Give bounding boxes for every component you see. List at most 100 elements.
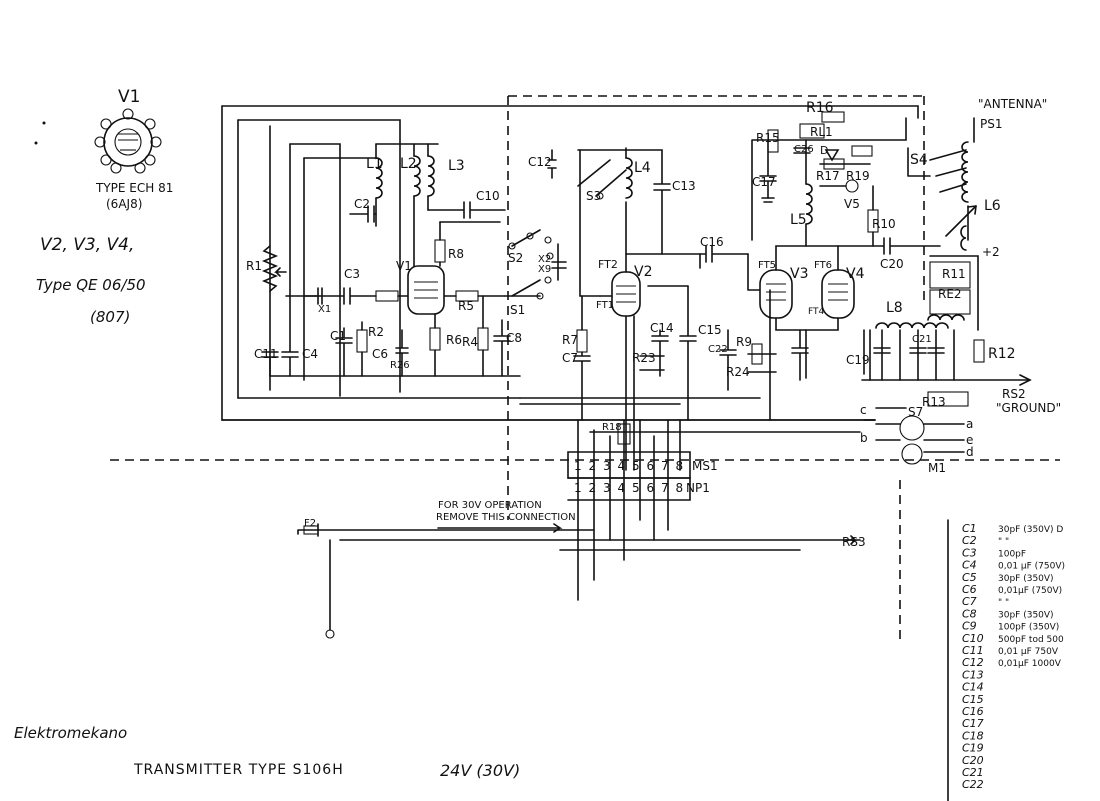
tubes-note-line1: V2, V3, V4,: [40, 235, 134, 255]
label-c19: C19: [846, 353, 870, 367]
component-ref: C17: [962, 717, 984, 730]
component-ref: C4: [962, 559, 977, 572]
label-ft5: FT5: [758, 260, 776, 271]
label-r13: R13: [922, 395, 946, 409]
component-value: 100pF (350V): [998, 623, 1059, 633]
label-x2: X2: [538, 254, 551, 265]
ground-ref: RS2: [1002, 387, 1026, 401]
label-rl1: RL1: [810, 125, 833, 139]
component-ref: C15: [962, 693, 984, 706]
m1-label: M1: [928, 461, 946, 475]
component-value: 100pF: [998, 549, 1026, 559]
np1-label: NP1: [686, 481, 710, 495]
label-c4: C4: [302, 347, 318, 361]
note-line2: REMOVE THIS CONNECTION: [436, 512, 576, 523]
component-value: " ": [998, 598, 1009, 608]
label-s2: S2: [508, 251, 523, 265]
label-r24: R24: [726, 365, 750, 379]
label-c21: C21: [912, 334, 932, 345]
component-value: 500pF tod 500: [998, 635, 1064, 645]
component-ref: C5: [962, 571, 977, 584]
label-c20: C20: [880, 257, 904, 271]
main-wiring: [110, 95, 1060, 801]
component-ref: C3: [962, 546, 977, 559]
label-c-term: c: [860, 403, 867, 417]
antenna-ref: PS1: [980, 117, 1003, 131]
ground-label: "GROUND": [996, 401, 1061, 415]
tubes-note: V2, V3, V4, Type QE 06/50 (807): [36, 235, 146, 326]
ms1-pin-8: 8: [676, 459, 684, 473]
label-c2: C2: [354, 197, 370, 211]
label-r10: R10: [872, 217, 896, 231]
title-block: Elektromekano TRANSMITTER TYPE S106H 24V…: [14, 724, 520, 780]
component-ref: C13: [962, 668, 984, 681]
label-r15: R15: [756, 131, 780, 145]
label-v1: V1: [396, 259, 412, 273]
label-c22: C22: [708, 344, 728, 355]
component-value: 0,01µF (750V): [998, 586, 1062, 596]
label-r2: R2: [368, 325, 384, 339]
label-v2: V2: [634, 264, 652, 280]
component-ref: C16: [962, 705, 984, 718]
component-ref: C7: [962, 595, 977, 608]
label-r23: R23: [632, 351, 656, 365]
label-b-term: b: [860, 431, 868, 445]
np1-pin-8: 8: [676, 481, 684, 495]
label-c8: C8: [506, 331, 522, 345]
component-ref: C20: [962, 754, 984, 767]
label-l4: L4: [634, 160, 651, 176]
ms1-pin-7: 7: [661, 459, 669, 473]
ms1-pin-4: 4: [618, 459, 626, 473]
label-c26: C26: [794, 144, 814, 155]
drawing-title: TRANSMITTER TYPE S106H: [133, 762, 344, 778]
label-r11: R11: [942, 267, 966, 281]
label-c11: C11: [254, 347, 278, 361]
np1-pin-1: 1: [574, 481, 582, 495]
component-ref: C11: [962, 644, 984, 657]
label-r9: R9: [736, 335, 752, 349]
component-ref: C10: [962, 632, 984, 645]
label-l6: L6: [984, 198, 1001, 214]
label-v5: V5: [844, 197, 860, 211]
tubes-note-line2: Type QE 06/50: [36, 276, 146, 294]
f2-label: F2: [304, 518, 316, 529]
label-l8: L8: [886, 300, 903, 316]
label-ft4: FT4: [808, 307, 825, 317]
label-c10: C10: [476, 189, 500, 203]
label-r6: R6: [446, 333, 462, 347]
label-r26: R26: [390, 360, 410, 371]
ms1-pin-1: 1: [574, 459, 582, 473]
component-value: 30pF (350V) D: [998, 525, 1063, 535]
label-c17: C17: [752, 175, 776, 189]
label-r8: R8: [448, 247, 464, 261]
label-r4: R4: [462, 335, 478, 349]
label-r18: R18: [602, 422, 622, 433]
np1-pin-7: 7: [661, 481, 669, 495]
component-ref: C9: [962, 620, 977, 633]
label-x1: X1: [318, 304, 331, 315]
label-c6: C6: [372, 347, 388, 361]
ms1-pin-2: 2: [589, 459, 597, 473]
label-s3: S3: [586, 189, 601, 203]
label-re2: RE2: [938, 287, 962, 301]
component-value: 0,01 µF (750V): [998, 562, 1065, 572]
component-labels: V1 V2 V3 V4 V5 L1 L2 L3 L4 L5 L6 L8 R1 R…: [246, 100, 1016, 459]
label-c7: C7: [562, 351, 578, 365]
label-r5: R5: [458, 299, 474, 313]
v1-pinout-symbol: V1 TYPE ECH 81 (6AJ8): [94, 87, 173, 211]
component-ref: C19: [962, 742, 984, 755]
component-ref: C21: [962, 766, 984, 779]
label-s4: S4: [910, 152, 928, 168]
label-ft6: FT6: [814, 260, 832, 271]
label-c16: C16: [700, 235, 724, 249]
label-d-term: d: [966, 445, 974, 459]
label-r19: R19: [846, 169, 870, 183]
label-r7: R7: [562, 333, 578, 347]
label-l2: L2: [400, 156, 417, 172]
component-ref: C22: [962, 778, 984, 791]
component-value: " ": [998, 537, 1009, 547]
